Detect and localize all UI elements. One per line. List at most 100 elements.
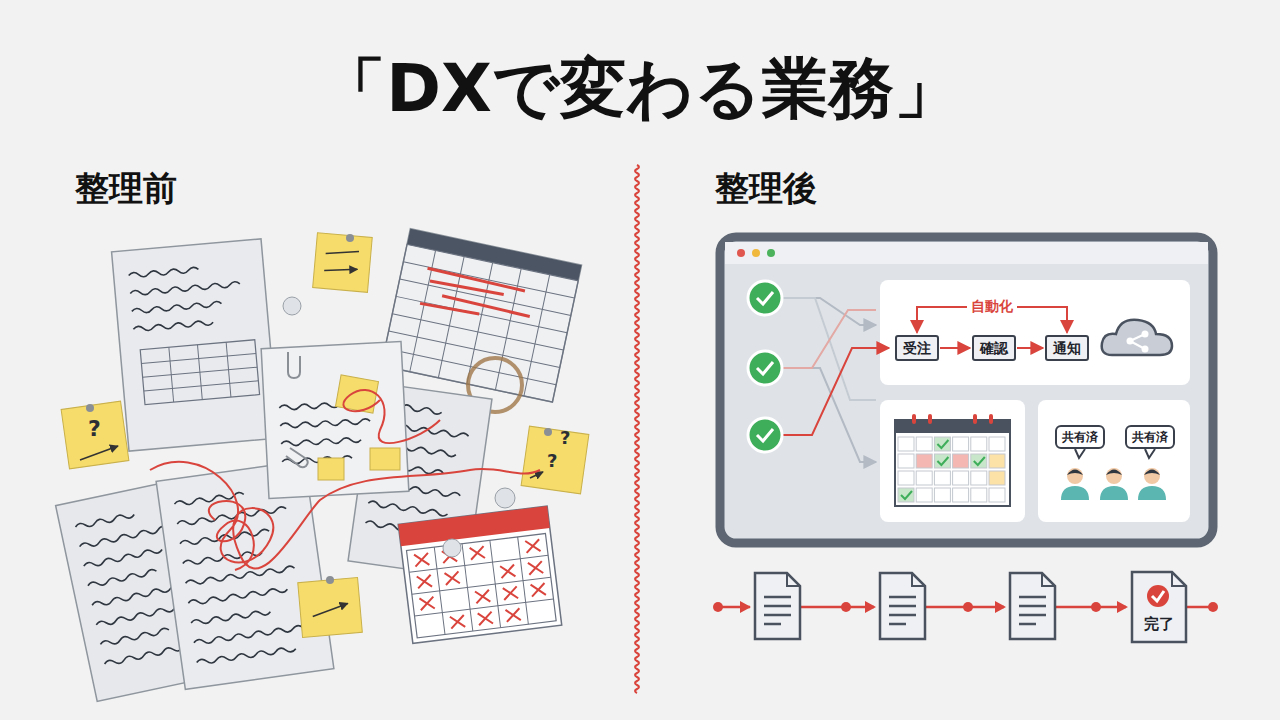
process-chain	[713, 602, 723, 612]
person-icon	[1100, 468, 1128, 500]
check-circle	[748, 281, 782, 452]
node-text: 受注	[903, 340, 931, 357]
sticky-note	[298, 577, 363, 637]
divider	[635, 165, 639, 693]
process-chain	[764, 623, 781, 626]
calendar-icon	[898, 454, 914, 468]
question-mark: ?	[547, 450, 557, 471]
app-window	[752, 249, 760, 257]
bubble-tail	[1075, 449, 1085, 458]
app-window	[767, 249, 775, 257]
sticky-note	[61, 233, 589, 638]
paper	[83, 547, 162, 569]
check-circle	[748, 351, 782, 385]
calendar	[528, 561, 543, 575]
process-box: 受注	[895, 335, 939, 362]
sticky-note	[521, 426, 589, 494]
spreadsheet	[407, 229, 582, 281]
node-text: 共有済	[1062, 430, 1098, 444]
process-chain	[1019, 596, 1046, 599]
sticky-note	[544, 428, 552, 436]
process-chain	[963, 602, 973, 612]
calendar-icon	[934, 454, 950, 468]
person-icon	[1061, 468, 1166, 500]
sticky-note	[346, 234, 354, 242]
spreadsheet	[396, 296, 567, 332]
sticky-note	[521, 426, 589, 494]
cloud-icon	[1127, 338, 1134, 345]
crumpled-paper	[443, 539, 461, 557]
person-icon	[1061, 468, 1089, 500]
calendar-icon	[934, 471, 950, 485]
sticky-note	[313, 233, 373, 293]
check-circle	[748, 281, 782, 315]
calendar-icon	[916, 454, 932, 468]
process-chain	[755, 573, 800, 639]
paper-clip	[286, 448, 308, 467]
app-window	[720, 237, 1213, 543]
process-chain	[841, 602, 851, 612]
paper	[128, 267, 198, 278]
paper	[87, 569, 157, 588]
calendar-icon	[928, 414, 932, 424]
process-chain	[889, 596, 916, 599]
calendar-icon	[895, 420, 1010, 506]
calendar-icon	[953, 454, 969, 468]
calendar-icon	[912, 414, 916, 424]
check-circle	[748, 418, 782, 452]
calendar-icon	[971, 488, 987, 502]
process-chain	[1132, 572, 1186, 642]
calendar-icon	[934, 437, 950, 451]
paper	[141, 353, 256, 363]
person-icon	[1138, 468, 1166, 500]
sticky-note	[61, 401, 129, 469]
process-chain	[1152, 591, 1164, 601]
calendar	[503, 586, 518, 600]
sticky-note	[298, 577, 363, 637]
flow-line	[783, 310, 876, 368]
process-chain	[764, 614, 791, 617]
process-chain	[713, 572, 1218, 642]
paper	[196, 646, 296, 665]
cloud-icon	[1142, 331, 1149, 338]
calendar	[406, 533, 556, 637]
paper	[144, 381, 259, 391]
calendar	[398, 506, 562, 643]
process-chain	[1019, 605, 1046, 608]
person-icon	[1100, 486, 1128, 500]
calendar-icon	[898, 488, 914, 502]
paper	[130, 281, 240, 296]
app-window	[737, 249, 745, 257]
paper	[79, 525, 168, 549]
spreadsheet	[389, 331, 560, 367]
calendar-icon	[898, 471, 914, 485]
crumpled-paper	[283, 297, 301, 315]
calendar	[531, 583, 546, 597]
calendar-icon	[895, 414, 1010, 506]
document-icon: 完了	[1144, 615, 1174, 633]
paper	[143, 367, 258, 377]
process-chain	[1132, 572, 1186, 642]
question-mark: ?	[88, 416, 101, 441]
paper	[140, 340, 259, 405]
paper	[75, 512, 135, 529]
spreadsheet	[381, 229, 581, 402]
flow-line	[783, 348, 889, 435]
process-chain	[755, 573, 800, 639]
node-text: 通知	[1053, 340, 1081, 357]
paper	[96, 606, 175, 628]
crumpled-paper	[495, 488, 515, 508]
sticky-note	[312, 603, 349, 616]
sticky-note	[61, 401, 129, 469]
calendar-icon	[974, 457, 985, 465]
speech-bubble: 共有済	[1055, 425, 1105, 449]
process-chain	[1019, 623, 1036, 626]
app-window	[725, 242, 1208, 264]
calendar	[414, 553, 429, 567]
calendar-icon	[989, 454, 1005, 468]
section-heading: 整理後	[715, 166, 817, 212]
calendar	[398, 506, 550, 546]
spreadsheet	[400, 279, 571, 315]
paper	[133, 320, 213, 332]
paper	[191, 609, 271, 625]
